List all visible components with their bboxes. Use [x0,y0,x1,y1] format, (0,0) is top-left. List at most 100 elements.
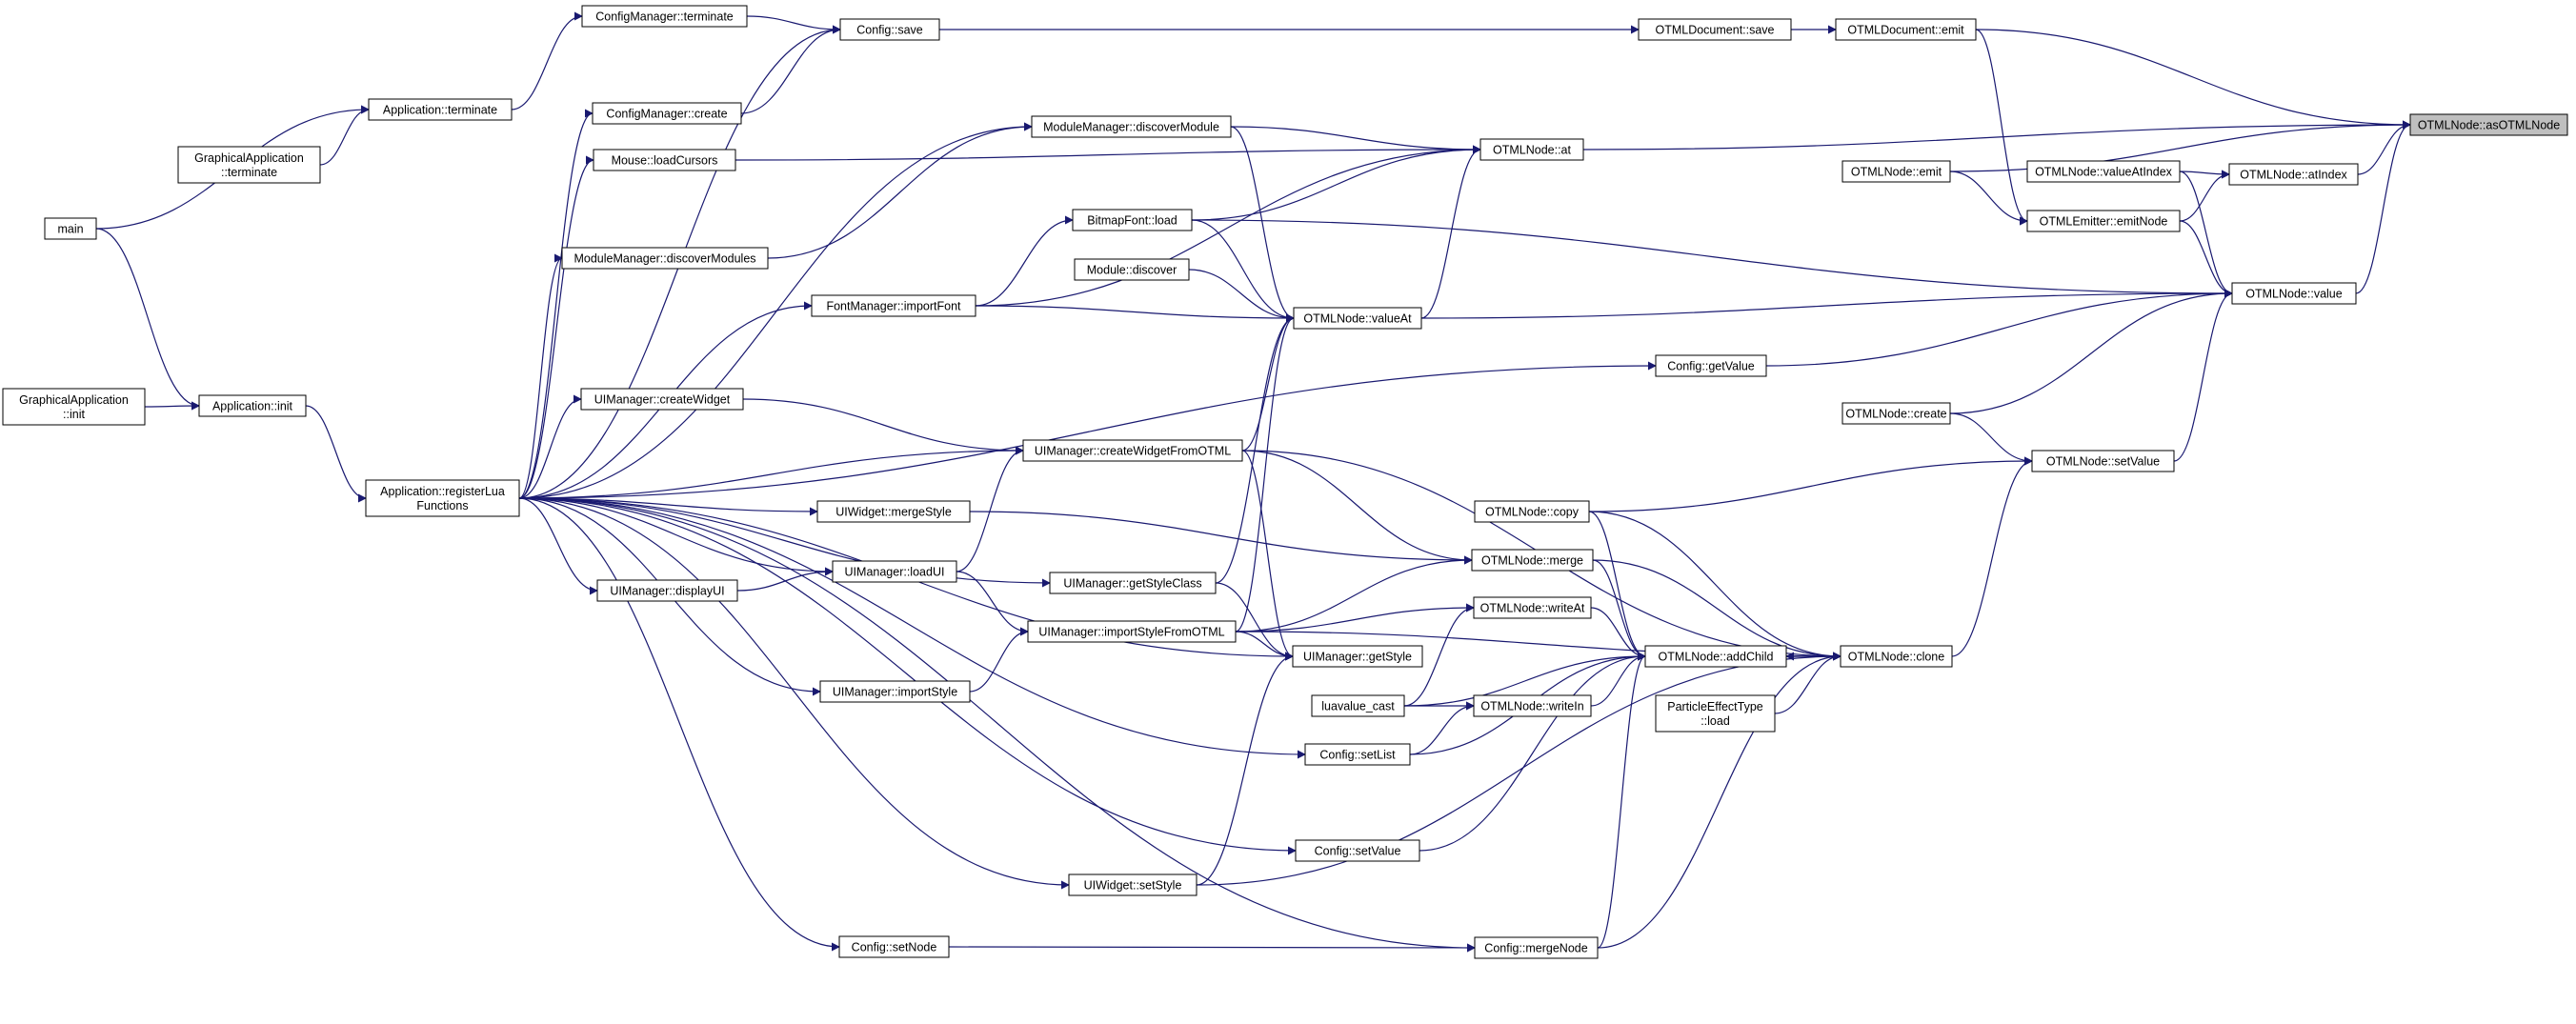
graph-node-otmlnode-copy[interactable]: OTMLNode::copy [1474,500,1590,523]
node-box [1655,694,1776,733]
graph-node-module-discover[interactable]: Module::discover [1074,258,1190,281]
edge-otmlnode-copy-to-otmlnode-addchild [1588,511,1646,661]
graph-node-otmlnode-writein[interactable]: OTMLNode::writeIn [1473,694,1592,717]
node-label: ::load [1701,714,1730,728]
edge-app-registerlua-to-cm-create [518,109,594,499]
node-box [592,102,742,125]
edge-ga-init-to-app-init [144,401,200,411]
graph-node-config-save[interactable]: Config::save [839,18,940,41]
graph-node-config-mergenode[interactable]: Config::mergeNode [1474,936,1599,959]
node-label: OTMLNode::clone [1848,651,1944,664]
graph-node-otmlnode-valueat[interactable]: OTMLNode::valueAt [1293,307,1422,330]
node-box [1841,402,1951,425]
graph-node-uim-getstyleclass[interactable]: UIManager::getStyleClass [1049,572,1217,594]
graph-node-otmlemitter-emitnode[interactable]: OTMLEmitter::emitNode [2026,210,2181,232]
graph-node-otmlnode-emit[interactable]: OTMLNode::emit [1841,160,1951,183]
node-label: ::terminate [221,166,277,179]
node-box [1479,138,1584,161]
node-label: OTMLEmitter::emitNode [2040,215,2168,229]
graph-node-otmlnode-merge[interactable]: OTMLNode::merge [1471,549,1594,572]
graph-node-config-setlist[interactable]: Config::setList [1304,743,1411,766]
node-box [1638,18,1792,41]
edge-ga-terminate-to-app-terminate [319,105,370,166]
edge-app-registerlua-to-uim-getstyleclass [518,497,1051,588]
node-box [177,146,321,184]
graph-node-otmlnode-at[interactable]: OTMLNode::at [1479,138,1584,161]
node-box [561,247,769,270]
graph-node-particleeffecttype-load[interactable]: ParticleEffectType::load [1655,694,1776,733]
graph-edges [95,11,2411,953]
graph-node-app-terminate[interactable]: Application::terminate [368,98,513,121]
edge-otmlnode-valueat-to-otmlnode-value [1420,289,2233,319]
node-label: UIManager::importStyleFromOTML [1038,626,1224,639]
node-label: Config::setNode [852,941,937,954]
graph-node-config-getvalue[interactable]: Config::getValue [1655,354,1767,377]
node-label: UIManager::createWidgetFromOTML [1035,445,1231,458]
graph-node-mm-discovermodule[interactable]: ModuleManager::discoverModule [1031,115,1232,138]
node-box [2228,163,2359,186]
graph-node-ga-init[interactable]: GraphicalApplication::init [2,388,146,426]
node-label: luavalue_cast [1321,700,1395,713]
graph-node-cm-create[interactable]: ConfigManager::create [592,102,742,125]
node-label: ConfigManager::create [606,108,727,121]
node-box [1022,439,1243,462]
edge-uim-importstylefromotml-to-otmlnode-writeat [1235,603,1475,632]
edge-app-registerlua-to-config-setnode [518,497,840,952]
graph-node-luavalue-cast[interactable]: luavalue_cast [1311,694,1405,717]
graph-node-uim-importstylefromotml[interactable]: UIManager::importStyleFromOTML [1027,620,1237,643]
node-label: OTMLNode::atIndex [2240,169,2347,182]
graph-node-otmlnode-valueatindex[interactable]: OTMLNode::valueAtIndex [2026,160,2181,183]
node-label: UIManager::loadUI [845,566,945,579]
graph-node-ga-terminate[interactable]: GraphicalApplication::terminate [177,146,321,184]
edge-app-registerlua-to-config-mergenode [518,497,1476,953]
graph-node-cm-terminate[interactable]: ConfigManager::terminate [581,5,748,28]
node-box [580,388,744,411]
graph-node-uim-loadui[interactable]: UIManager::loadUI [832,560,957,583]
node-box [1644,645,1787,668]
node-box [1471,549,1594,572]
graph-node-otmlnode-value[interactable]: OTMLNode::value [2231,282,2357,305]
graph-node-uim-importstyle[interactable]: UIManager::importStyle [819,680,971,703]
graph-node-mouse-loadcursors[interactable]: Mouse::loadCursors [593,149,736,171]
node-box [1031,115,1232,138]
graph-node-asotmlnode[interactable]: OTMLNode::asOTMLNode [2409,113,2568,136]
node-box [593,149,736,171]
graph-node-mm-discovermodules[interactable]: ModuleManager::discoverModules [561,247,769,270]
node-box [596,579,738,602]
node-label: OTMLNode::value [2245,288,2342,301]
edge-particleeffecttype-load-to-otmlnode-clone [1774,652,1841,714]
node-box [816,500,971,523]
graph-node-config-setnode[interactable]: Config::setNode [838,935,950,958]
graph-node-otmldocument-save[interactable]: OTMLDocument::save [1638,18,1792,41]
node-label: FontManager::importFont [826,300,961,313]
edge-app-registerlua-to-mm-discovermodules [518,253,563,499]
graph-node-config-setvalue[interactable]: Config::setValue [1295,839,1420,862]
graph-node-uim-createwidget[interactable]: UIManager::createWidget [580,388,744,411]
node-label: Config::setValue [1315,845,1401,858]
graph-node-fm-importfont[interactable]: FontManager::importFont [811,294,976,317]
node-box [2231,282,2357,305]
graph-node-otmlnode-create[interactable]: OTMLNode::create [1841,402,1951,425]
graph-node-otmlnode-addchild[interactable]: OTMLNode::addChild [1644,645,1787,668]
graph-node-uim-getstyle[interactable]: UIManager::getStyle [1292,645,1423,668]
graph-node-main[interactable]: main [44,217,97,240]
edge-otmlnode-value-to-asotmlnode [2355,120,2411,294]
node-box [368,98,513,121]
graph-node-app-init[interactable]: Application::init [198,394,307,417]
graph-node-uiwidget-mergestyle[interactable]: UIWidget::mergeStyle [816,500,971,523]
node-label: Config::getValue [1667,360,1755,373]
graph-node-otmlnode-writeat[interactable]: OTMLNode::writeAt [1473,596,1592,619]
edge-uiwidget-setstyle-to-otmlnode-clone [1196,652,1841,886]
graph-node-uiwidget-setstyle[interactable]: UIWidget::setStyle [1068,873,1197,896]
node-label: OTMLNode::emit [1851,166,1942,179]
graph-node-otmlnode-setvalue[interactable]: OTMLNode::setValue [2031,450,2175,472]
graph-node-bitmapfont-load[interactable]: BitmapFont::load [1072,209,1193,231]
edge-uim-importstylefromotml-to-otmlnode-valueat [1235,313,1295,632]
graph-node-uim-createwidgetfromotml[interactable]: UIManager::createWidgetFromOTML [1022,439,1243,462]
graph-node-uim-displayui[interactable]: UIManager::displayUI [596,579,738,602]
node-box [1474,500,1590,523]
graph-node-otmlnode-atindex[interactable]: OTMLNode::atIndex [2228,163,2359,186]
graph-node-otmlnode-clone[interactable]: OTMLNode::clone [1840,645,1953,668]
graph-node-otmldocument-emit[interactable]: OTMLDocument::emit [1835,18,1977,41]
